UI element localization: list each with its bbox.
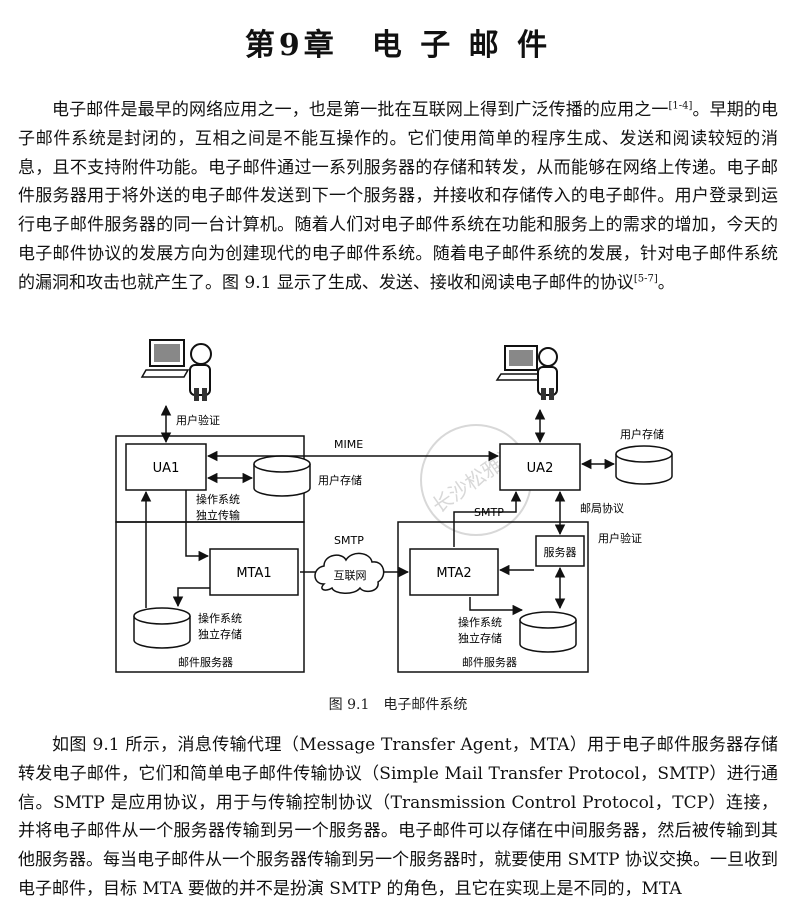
mail-server-frame-left-lower [115,521,305,673]
os-store-label-left-1: 操作系统 [198,611,242,625]
figure-caption: 图 9.1 电子邮件系统 [328,697,468,713]
os-store-label-right-1: 操作系统 [458,615,502,629]
mime-label: MIME [334,438,363,451]
os-storage-cylinder-right [519,611,577,653]
citation-1-4: [1-4] [668,100,693,112]
body-paragraph: 如图 9.1 所示，消息传输代理（Message Transfer Agent，… [18,735,778,899]
citation-5-7: [5-7] [633,273,658,285]
internet-label: 互联网 [334,569,367,582]
server-label: 服务器 [544,546,577,559]
internet-cloud-icon: 互联网 [314,552,385,594]
mta2-box [409,548,499,596]
smtp-label-top: SMTP [474,506,504,519]
os-storage-cylinder-left [133,607,191,649]
os-store-label-right-2: 独立存储 [458,631,502,645]
ua2-box [499,443,581,491]
server-box [535,535,585,567]
email-system-diagram: 长沙松雅阁 UA1 UA2 MTA1 MTA2 服务器 [115,339,673,673]
diagram-connectors [140,404,616,616]
intro-text-c: 。 [657,272,675,293]
user-storage-label-left: 用户存储 [318,473,362,487]
intro-text-a: 电子邮件是最早的网络应用之一，也是第一批在互联网上得到广泛传播的应用之一 [52,100,669,120]
user-storage-label-right: 用户存储 [620,427,664,441]
post-office-protocol-label: 邮局协议 [580,501,624,515]
ua1-box [125,443,207,491]
os-transfer-label-2: 独立传输 [196,508,240,522]
user-computer-icon-right [495,345,558,400]
user-auth-label-right: 用户验证 [598,531,642,545]
user-storage-cylinder-left [253,455,311,497]
mta1-label: MTA1 [236,566,271,581]
intro-text-b: 。早期的电子邮件系统是封闭的，互相之间是不能互操作的。它们使用简单的程序生成、发… [18,100,779,293]
mail-server-label-right: 邮件服务器 [462,656,517,669]
user-auth-label-left: 用户验证 [176,413,220,427]
intro-paragraph: 电子邮件是最早的网络应用之一，也是第一批在互联网上得到广泛传播的应用之一[1-4… [18,96,778,298]
mail-server-frame-right [397,521,589,673]
user-storage-cylinder-right [615,445,673,485]
mta1-box [209,548,299,596]
os-store-label-left-2: 独立存储 [198,627,242,641]
chapter-title: 第9章 电 子 邮 件 [244,28,552,63]
user-computer-icon-left [140,339,212,401]
smtp-label-mid: SMTP [334,534,364,547]
os-transfer-label-1: 操作系统 [196,492,240,506]
ua2-label: UA2 [527,461,554,476]
mta2-label: MTA2 [436,566,471,581]
ua1-label: UA1 [153,461,180,476]
mail-server-label-left: 邮件服务器 [178,656,233,669]
